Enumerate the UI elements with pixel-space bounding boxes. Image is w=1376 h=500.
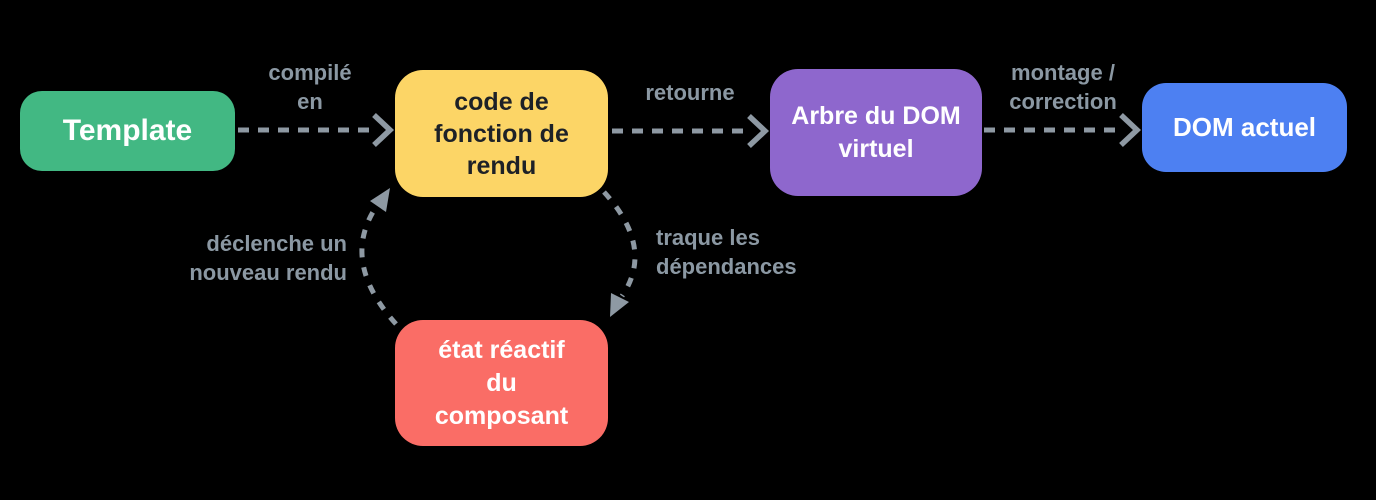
node-label-line: rendu [466,151,537,180]
node-virtual-dom-tree: Arbre du DOM virtuel [770,69,982,196]
arrowhead-vdom-to-dom-icon [1119,112,1142,148]
label-line: montage / [1011,60,1115,85]
arrowhead-render-to-vdom-icon [747,113,770,149]
edge-label-tracks-dependencies: traque les dépendances [656,223,826,281]
label-line: correction [1009,89,1117,114]
edge-label-triggers-rerender: déclenche un nouveau rendu [167,229,347,287]
node-label-line: état réactif [438,335,565,364]
label-line: traque les [656,225,760,250]
node-reactive-state: état réactif du composant [395,320,608,446]
node-template: Template [20,91,235,171]
label-line: déclenche un [206,231,347,256]
arc-render-to-state [602,190,638,298]
node-template-label: Template [62,114,193,147]
node-render-function-code: code de fonction de rendu [395,70,608,197]
label-line: dépendances [656,254,797,279]
node-label-line: composant [434,401,569,430]
label-line: retourne [645,80,735,105]
node-label-line: virtuel [838,134,914,163]
arrowhead-state-to-render-icon [370,188,390,212]
label-line: compilé [268,60,352,85]
label-line: nouveau rendu [189,260,347,285]
node-label-line: code de [454,87,549,116]
edge-label-returns: retourne [625,78,755,107]
label-line: en [297,89,323,114]
edge-label-mount-patch: montage / correction [995,58,1131,116]
arc-state-to-render [359,205,398,326]
node-label-line: DOM actuel [1172,112,1317,142]
node-label-line: fonction de [434,119,569,148]
node-actual-dom: DOM actuel [1142,83,1347,172]
node-label-line: du [486,368,517,397]
arrowhead-template-to-render-icon [372,112,395,148]
node-label-line: Arbre du DOM [791,101,961,130]
edge-label-compiled-into: compilé en [250,58,370,116]
arrowhead-render-to-state-icon [610,293,629,317]
